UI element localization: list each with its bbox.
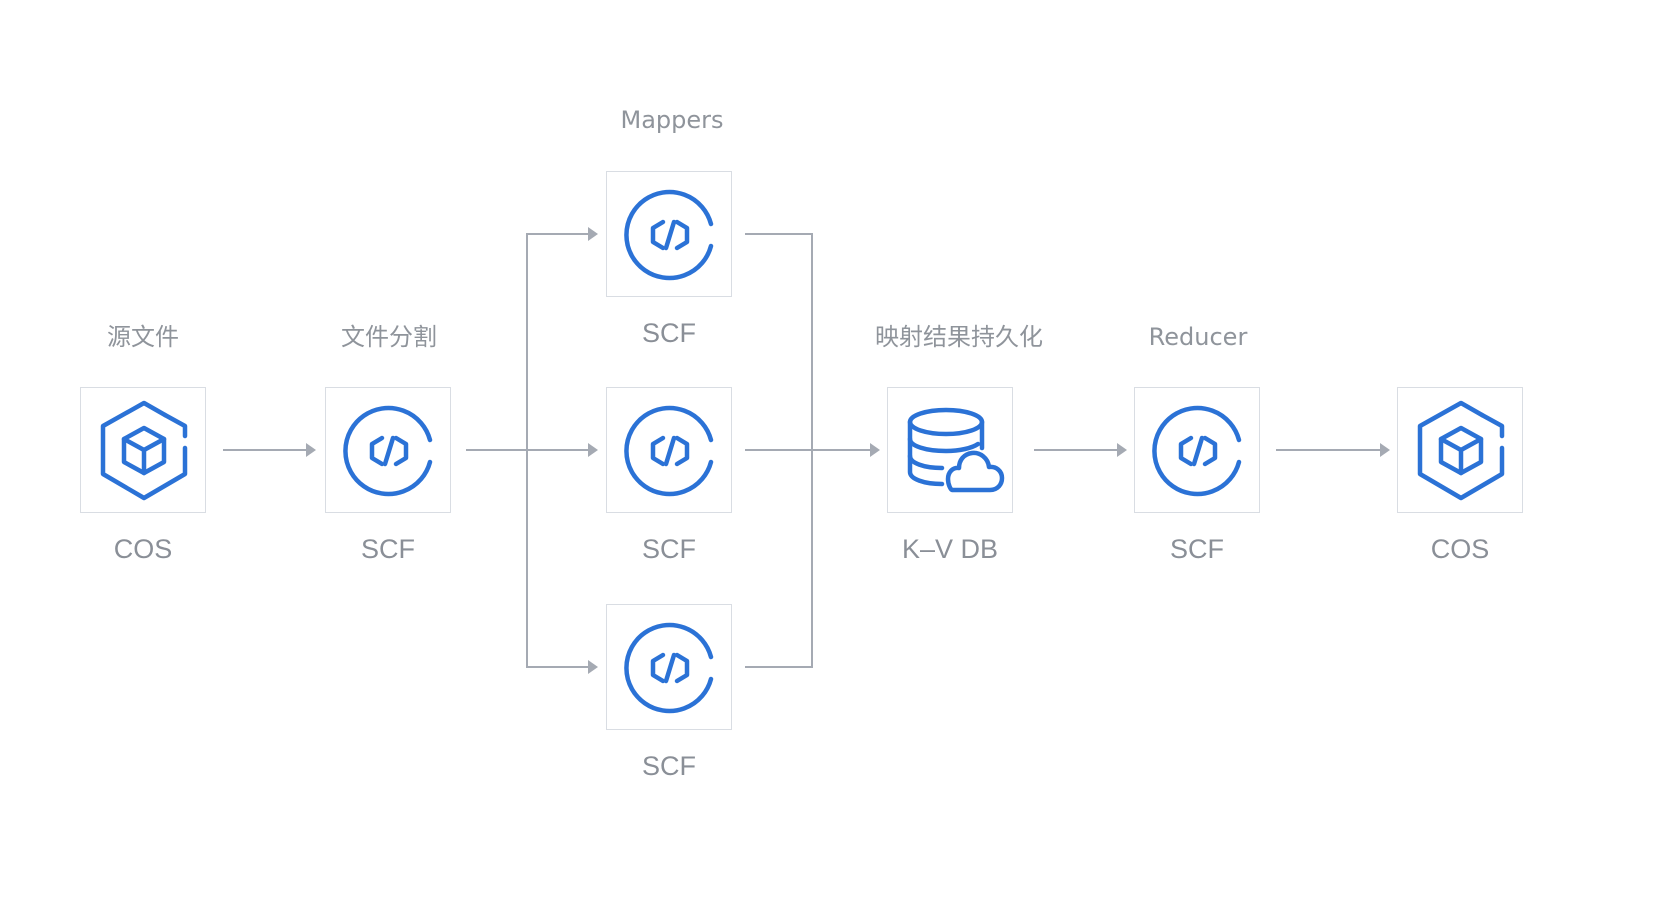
code-circle-icon [1152, 405, 1242, 497]
label-output-cos: COS [1430, 534, 1490, 564]
label-splitter-scf: SCF [361, 534, 415, 564]
arrow-splitter-to-mapper-bottom [526, 450, 590, 668]
arrow-splitter-to-mapper-top [526, 233, 590, 450]
caption-splitter: 文件分割 [341, 323, 437, 351]
label-kv-db: K–V DB [901, 534, 999, 564]
arrowhead [870, 443, 880, 457]
caption-reducer: Reducer [1148, 323, 1248, 351]
code-circle-icon [624, 405, 714, 497]
node-mapper-3 [606, 604, 732, 730]
node-output-cos [1397, 387, 1523, 513]
label-mapper-3: SCF [642, 751, 696, 781]
code-circle-icon [624, 189, 714, 281]
arrowhead [588, 660, 598, 674]
cube-hexagon-icon [100, 400, 188, 501]
caption-mappers: Mappers [620, 106, 724, 134]
node-mapper-1 [606, 171, 732, 297]
node-source-cos [80, 387, 206, 513]
node-mapper-2 [606, 387, 732, 513]
caption-kvdb: 映射结果持久化 [875, 323, 1043, 351]
arrowhead [306, 443, 316, 457]
node-splitter-scf [325, 387, 451, 513]
label-mapper-1: SCF [642, 318, 696, 348]
arrowhead [1380, 443, 1390, 457]
node-reducer-scf [1134, 387, 1260, 513]
node-kv-db [887, 387, 1013, 513]
arrowhead [588, 227, 598, 241]
code-circle-icon [624, 622, 714, 714]
arrowhead [1117, 443, 1127, 457]
cube-hexagon-icon [1417, 400, 1505, 501]
label-mapper-2: SCF [642, 534, 696, 564]
label-source-cos: COS [113, 534, 173, 564]
label-reducer-scf: SCF [1170, 534, 1224, 564]
code-circle-icon [343, 405, 433, 497]
database-cloud-icon [907, 407, 1005, 493]
caption-source: 源文件 [107, 323, 179, 351]
arrowhead [588, 443, 598, 457]
